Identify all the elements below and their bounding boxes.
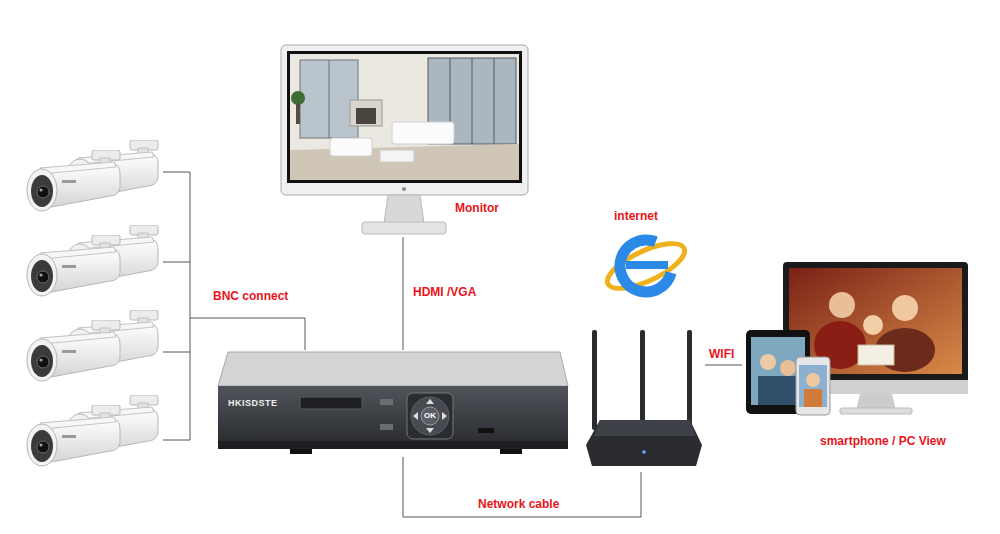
plant-stem xyxy=(296,104,300,124)
device-label: Monitor xyxy=(455,201,499,215)
ok-button xyxy=(421,407,439,425)
connection-label: HDMI /VGA xyxy=(413,285,476,299)
monitor-stand xyxy=(384,195,424,223)
face xyxy=(829,292,855,318)
device-label: smartphone / PC View xyxy=(820,434,946,448)
ie-letter xyxy=(614,234,678,298)
bracket-line xyxy=(190,172,191,440)
bracket-line xyxy=(163,262,190,263)
fireplace xyxy=(350,100,382,126)
connection-label: Network cable xyxy=(478,497,559,511)
face xyxy=(806,373,820,387)
device-label: internet xyxy=(614,209,658,223)
dvr-button xyxy=(380,399,393,405)
router-top xyxy=(594,420,696,436)
brand-text: HKISDSTE xyxy=(228,398,278,409)
camera xyxy=(27,320,120,381)
monitor-bezel xyxy=(287,51,522,183)
connector-line xyxy=(403,237,404,350)
dvr-foot xyxy=(500,449,522,454)
connection-label: BNC connect xyxy=(213,289,288,303)
connection-label: WIFI xyxy=(709,347,734,361)
room-window xyxy=(300,60,358,138)
window-mullion xyxy=(494,58,495,144)
connector-line xyxy=(403,457,641,517)
dvr-node: HKISDSTE xyxy=(218,350,570,457)
camera xyxy=(27,150,120,211)
phone-screen xyxy=(799,365,827,407)
book xyxy=(858,345,894,365)
devices-node: smartphone / PC View xyxy=(742,262,972,454)
bracket-line xyxy=(163,440,190,441)
antenna xyxy=(640,330,645,425)
camera xyxy=(27,235,120,296)
dvr-display xyxy=(300,397,362,409)
camera-group xyxy=(27,140,158,466)
window-mullion xyxy=(472,58,473,144)
nav-arrow xyxy=(442,412,447,420)
dvr-button xyxy=(380,424,393,430)
router-body xyxy=(586,420,702,466)
face xyxy=(780,360,796,376)
table xyxy=(380,150,414,162)
button-label: OK xyxy=(424,411,436,421)
camera xyxy=(27,405,120,466)
monitor-node: Monitor xyxy=(280,45,530,237)
clothes xyxy=(758,376,800,405)
router-led xyxy=(642,450,646,454)
nav-arrow xyxy=(426,399,434,404)
pc-base xyxy=(840,408,912,414)
fireplace-opening xyxy=(356,108,376,124)
router-node: internet xyxy=(580,205,705,472)
window-mullion xyxy=(329,60,330,138)
room-wall xyxy=(290,54,519,180)
bracket-line xyxy=(163,352,190,353)
nav-ring xyxy=(411,397,449,435)
sofa xyxy=(330,138,372,156)
bracket-line xyxy=(163,172,190,173)
router-illustration xyxy=(586,234,702,466)
devices-illustration xyxy=(746,262,968,415)
ie-orbit xyxy=(602,235,691,298)
nav-arrow xyxy=(426,428,434,433)
usb-slot xyxy=(478,428,494,433)
dvr-front xyxy=(218,386,568,441)
monitor-frame xyxy=(281,45,528,195)
dvr-foot xyxy=(290,449,312,454)
monitor-base xyxy=(362,222,446,234)
face xyxy=(892,295,918,321)
sofa xyxy=(392,122,454,144)
ie-bar xyxy=(626,261,668,269)
phone xyxy=(796,357,830,415)
face xyxy=(863,315,883,335)
bnc-wire xyxy=(190,318,305,350)
dvr-bottom xyxy=(218,441,568,449)
connector-line xyxy=(705,365,742,366)
nav-arrow xyxy=(413,412,418,420)
power-dot xyxy=(402,187,406,191)
dvr-top xyxy=(218,352,568,386)
antenna xyxy=(687,330,692,430)
room-floor xyxy=(290,144,519,180)
antenna xyxy=(592,330,597,430)
plant xyxy=(291,91,305,105)
nav-pad xyxy=(407,393,453,439)
monitor-illustration xyxy=(281,45,528,234)
clothes xyxy=(804,389,822,407)
dvr-illustration xyxy=(218,352,568,454)
face xyxy=(760,354,776,370)
